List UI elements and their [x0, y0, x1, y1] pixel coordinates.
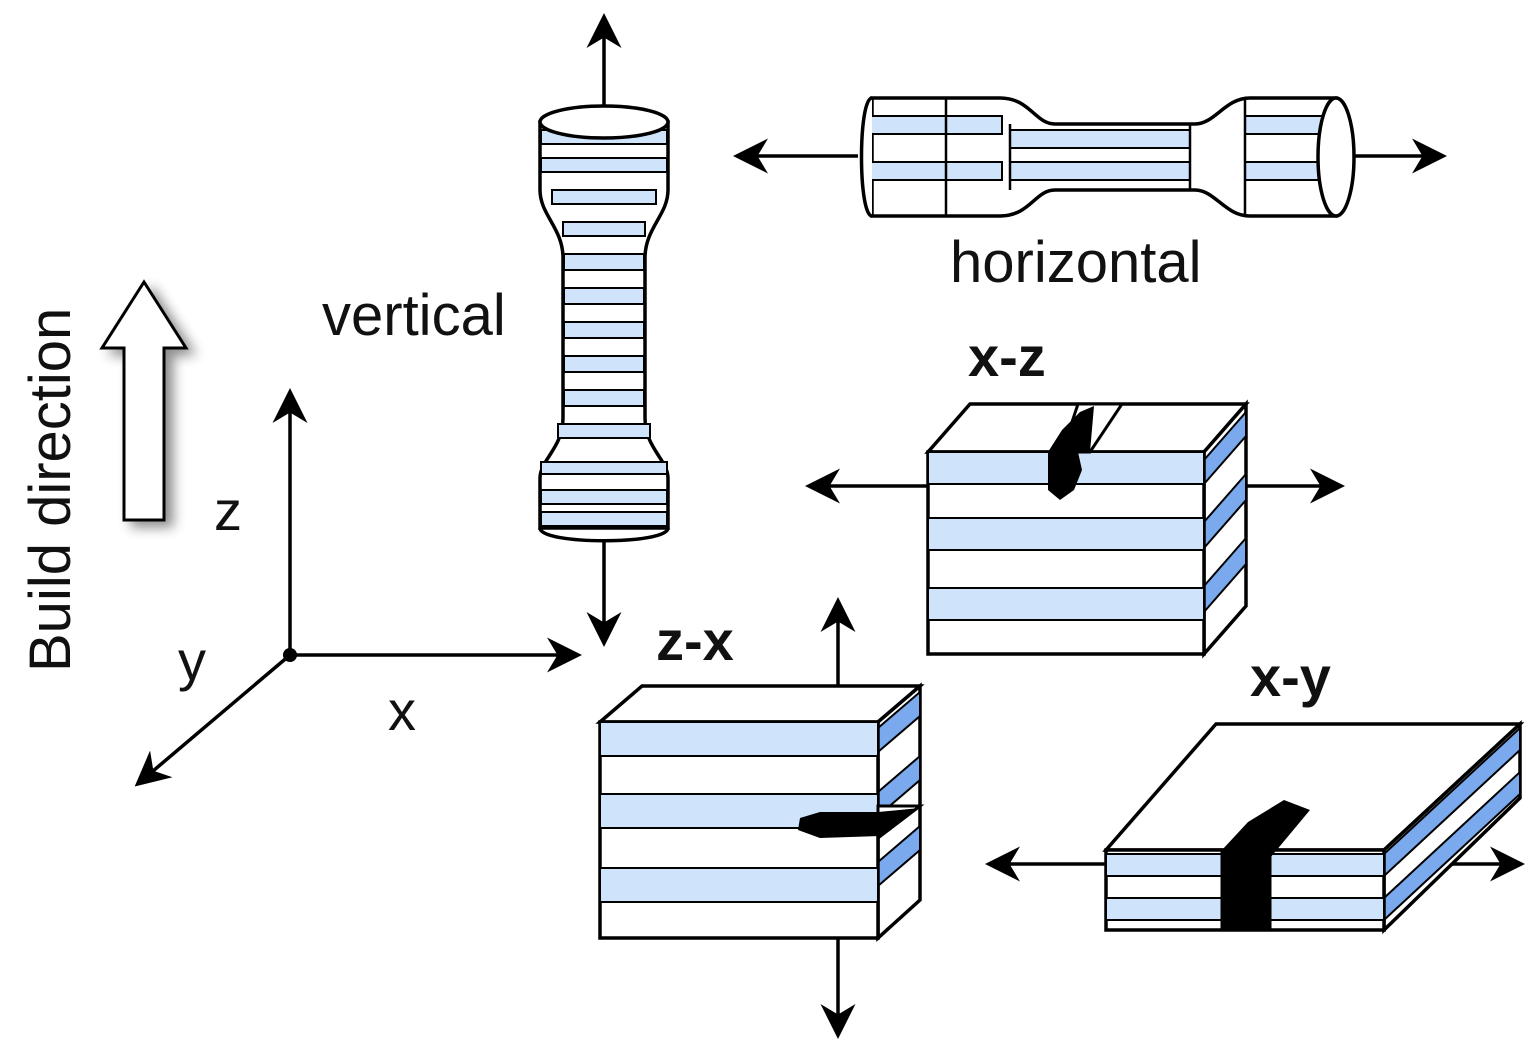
- vertical-label: vertical: [322, 283, 506, 348]
- xy-label: x-y: [1250, 645, 1331, 708]
- coordinate-axes: [134, 388, 582, 787]
- crack-icon: [1048, 406, 1094, 500]
- x-axis-label: x: [388, 679, 416, 742]
- horizontal-specimen: [733, 96, 1447, 218]
- xy-specimen: [985, 719, 1525, 935]
- y-axis-label: y: [178, 629, 206, 692]
- crack-icon: [798, 808, 920, 838]
- horizontal-label: horizontal: [950, 230, 1201, 295]
- crack-icon: [1222, 800, 1310, 930]
- zx-specimen: [595, 597, 925, 1039]
- xz-label: x-z: [968, 325, 1046, 388]
- build-direction-label: Build direction: [18, 308, 83, 672]
- build-direction-arrow-icon: [99, 279, 189, 522]
- xz-specimen: [805, 399, 1345, 659]
- vertical-specimen: [538, 13, 670, 647]
- z-axis-label: z: [214, 479, 242, 542]
- zx-label: z-x: [656, 609, 734, 672]
